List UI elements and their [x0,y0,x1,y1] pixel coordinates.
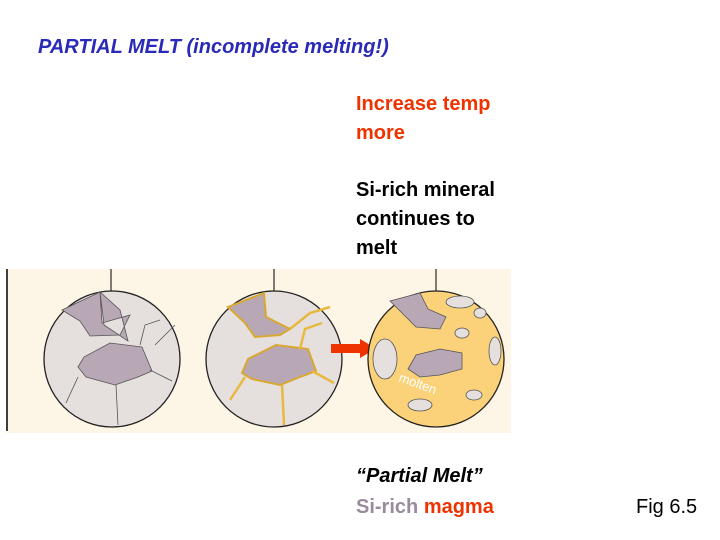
solid-rock-circle [43,269,181,428]
caption-title: “Partial Melt” [356,465,483,487]
step-line: more [356,122,405,144]
step-text: Increase temp more [356,90,491,148]
slide-title: PARTIAL MELT (incomplete melting!) [38,36,389,58]
note-line: Si-rich mineral [356,179,495,201]
red-arrow-icon [331,339,376,358]
note-text: Si-rich mineral continues to melt [356,176,495,263]
magma-label: magma [423,496,494,518]
partial-melt-circle: molten [367,269,505,428]
caption-magma: Si-rich magma [356,493,494,522]
note-line: melt [356,237,398,259]
figure-label: Fig 6.5 [636,496,698,518]
si-rich-label: Si-rich [356,496,419,518]
step-line: Increase temp [356,93,491,115]
melting-diagram: molten [6,269,511,433]
partially-melting-circle [205,269,343,428]
note-line: continues to [356,208,475,230]
